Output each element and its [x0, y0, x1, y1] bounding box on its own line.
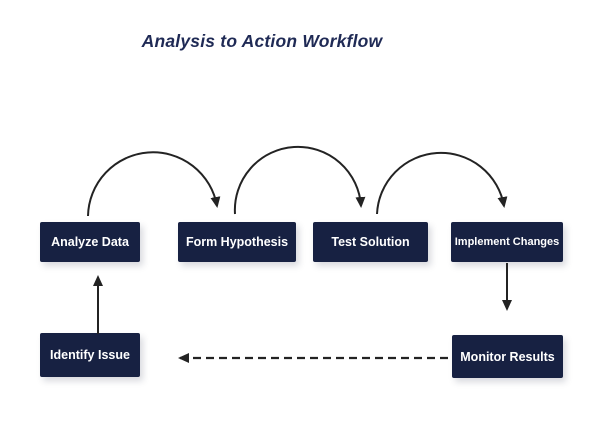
node-label: Monitor Results [460, 349, 555, 364]
arrow-test-to-implement-icon [376, 151, 508, 215]
arrow-form-to-test-icon [233, 145, 366, 215]
node-analyze-data: Analyze Data [40, 222, 140, 262]
node-form-hypothesis: Form Hypothesis [178, 222, 296, 262]
arrow-analyze-to-form-icon [87, 151, 221, 217]
node-identify-issue: Identify Issue [40, 333, 140, 377]
node-label: Analyze Data [51, 235, 129, 249]
node-label: Form Hypothesis [185, 235, 289, 249]
node-monitor-results: Monitor Results [452, 335, 563, 378]
node-label: Implement Changes [454, 236, 560, 248]
node-label: Test Solution [331, 235, 410, 249]
node-label: Identify Issue [50, 348, 130, 362]
node-test-solution: Test Solution [313, 222, 428, 262]
diagram-title: Analysis to Action Workflow [141, 31, 383, 51]
node-implement-changes: Implement Changes [451, 222, 563, 262]
